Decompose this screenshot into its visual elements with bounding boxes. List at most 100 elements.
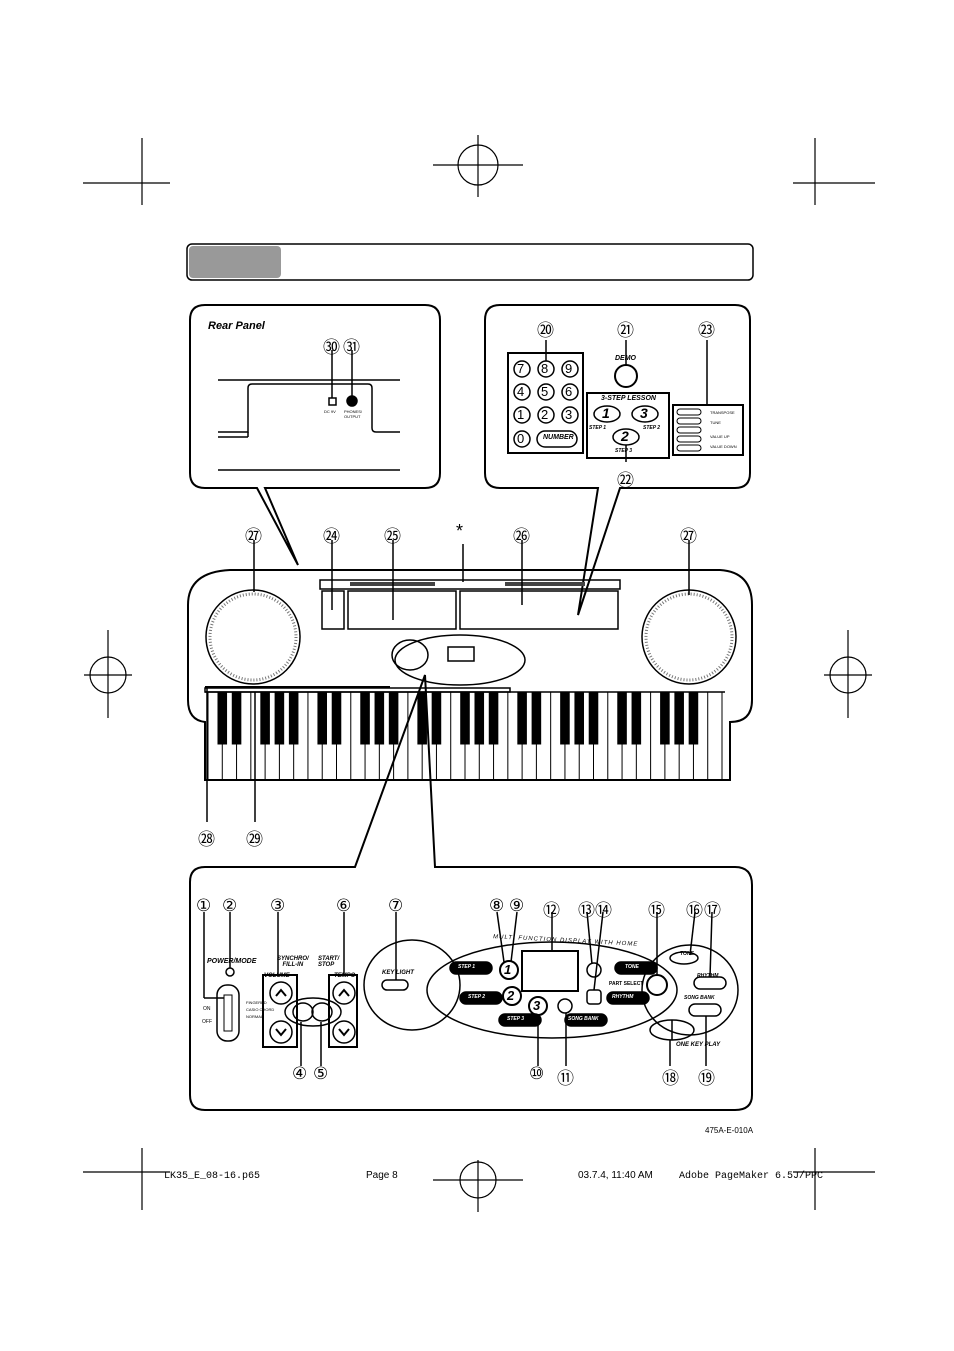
mode-fingered: FINGERED (246, 1000, 267, 1005)
left-speaker (205, 589, 301, 685)
black-key (231, 691, 242, 745)
rhythm-button-label: RHYTHM (612, 994, 634, 1000)
callout-13: ⑬ (578, 901, 595, 920)
step-digit-2: 2 (507, 988, 515, 1003)
callout-21: ㉑ (617, 321, 634, 340)
callout-19: ⑲ (698, 1069, 715, 1088)
song-bank-label-right: SONG BANK (684, 995, 715, 1001)
callout-25: ㉕ (384, 527, 401, 546)
black-key (331, 691, 342, 745)
side-label-value-down: VALUE DOWN (710, 444, 737, 449)
callout-star: * (456, 521, 464, 541)
black-key (374, 691, 385, 745)
footer-page: Page 8 (366, 1170, 398, 1181)
lesson-step1: STEP 1 (589, 425, 607, 431)
callout-6: ⑥ (336, 896, 352, 915)
black-key (474, 691, 485, 745)
tempo-box (328, 974, 358, 1048)
number-key-6: 6 (565, 384, 573, 399)
callout-30: ㉚ (323, 338, 340, 357)
number-key-2: 2 (541, 407, 549, 422)
number-key-0: 0 (517, 431, 525, 446)
black-key (531, 691, 542, 745)
key-light-label: KEY LIGHT (382, 970, 414, 976)
keyboard-illustration (187, 569, 753, 781)
black-key (574, 691, 585, 745)
lesson-step2: STEP 2 (643, 425, 661, 431)
black-key (560, 691, 570, 745)
black-key (617, 691, 627, 745)
callout-16: ⑯ (686, 901, 703, 920)
side-button-box (672, 404, 744, 456)
registration-mark-left (84, 630, 132, 718)
switch-off-label: OFF (202, 1019, 212, 1025)
document-code: 475A-E-010A (705, 1126, 754, 1135)
registration-mark-bottom (433, 1160, 523, 1212)
footer-filename: LK35_E_08-16.p65 (164, 1171, 261, 1182)
black-key (460, 691, 470, 745)
number-key-7: 7 (517, 361, 525, 376)
number-key-outlines (513, 360, 579, 448)
power-switch-outline (216, 984, 240, 1042)
rear-panel-title: Rear Panel (208, 320, 265, 332)
footer-date: 03.7.4, 11:40 AM (578, 1170, 653, 1181)
crop-marks (83, 138, 875, 1210)
part-select-label: PART SELECT (609, 981, 644, 987)
song-bank-button-label: SONG BANK (568, 1016, 599, 1022)
power-mode-label: POWER/MODE (207, 958, 257, 965)
synchro-label: SYNCHRO/ FILL-IN (277, 956, 309, 968)
phones-jack-label: PHONES/ OUTPUT (344, 409, 363, 419)
callout-1: ① (196, 896, 212, 915)
black-key (217, 691, 228, 745)
section-header-bar (186, 243, 754, 281)
callout-29: ㉙ (246, 830, 263, 849)
mode-casio-chord: CASIO CHORD (246, 1007, 275, 1012)
black-key (288, 691, 299, 745)
black-key (588, 691, 599, 745)
keys (207, 691, 723, 780)
black-key (317, 691, 328, 745)
callout-24: ㉔ (323, 527, 340, 546)
step2-button-label: STEP 2 (468, 994, 486, 1000)
demo-button-outline (614, 364, 638, 388)
side-buttons (676, 408, 702, 452)
one-key-play-label: ONE KEY PLAY (676, 1042, 721, 1048)
callout-7: ⑦ (388, 896, 404, 915)
callout-23: ㉓ (698, 321, 715, 340)
step3-button-label: STEP 3 (507, 1016, 525, 1022)
callout-18: ⑱ (662, 1069, 679, 1088)
lesson-digit-2: 2 (621, 428, 629, 444)
black-key (688, 691, 699, 745)
dc-jack-label: DC 9V (324, 409, 336, 414)
black-key (631, 691, 642, 745)
callout-28: ㉘ (198, 830, 215, 849)
callout-14: ⑭ (595, 901, 612, 920)
panel-leader-lines (496, 911, 713, 1066)
black-key (660, 691, 670, 745)
black-key (431, 691, 442, 745)
tone-label-right: TONE (680, 951, 694, 957)
callout-26: ㉖ (513, 527, 530, 546)
footer-app: Adobe PageMaker 6.5J/PPC (679, 1171, 824, 1182)
number-key-3: 3 (565, 407, 573, 422)
lesson-step3: STEP 3 (615, 448, 633, 454)
step-digit-3: 3 (533, 998, 541, 1013)
number-key-8: 8 (541, 361, 549, 376)
step1-button-label: STEP 1 (458, 964, 476, 970)
registration-mark-top (433, 135, 523, 197)
black-key (274, 691, 285, 745)
callout-31: ㉛ (343, 338, 360, 357)
callout-17: ⑰ (704, 901, 721, 920)
callout-4: ④ (292, 1064, 308, 1083)
black-key (674, 691, 684, 745)
side-label-tune: TUNE (710, 420, 721, 425)
number-button-label: NUMBER (543, 434, 574, 441)
volume-box (262, 974, 298, 1048)
lesson-box (586, 392, 670, 459)
right-speaker (641, 589, 737, 685)
callout-8: ⑧ (489, 896, 505, 915)
number-key-1: 1 (517, 407, 525, 422)
callout-27-left: ㉗ (245, 527, 262, 546)
black-key (260, 691, 270, 745)
tempo-label: TEMPO (334, 973, 356, 979)
